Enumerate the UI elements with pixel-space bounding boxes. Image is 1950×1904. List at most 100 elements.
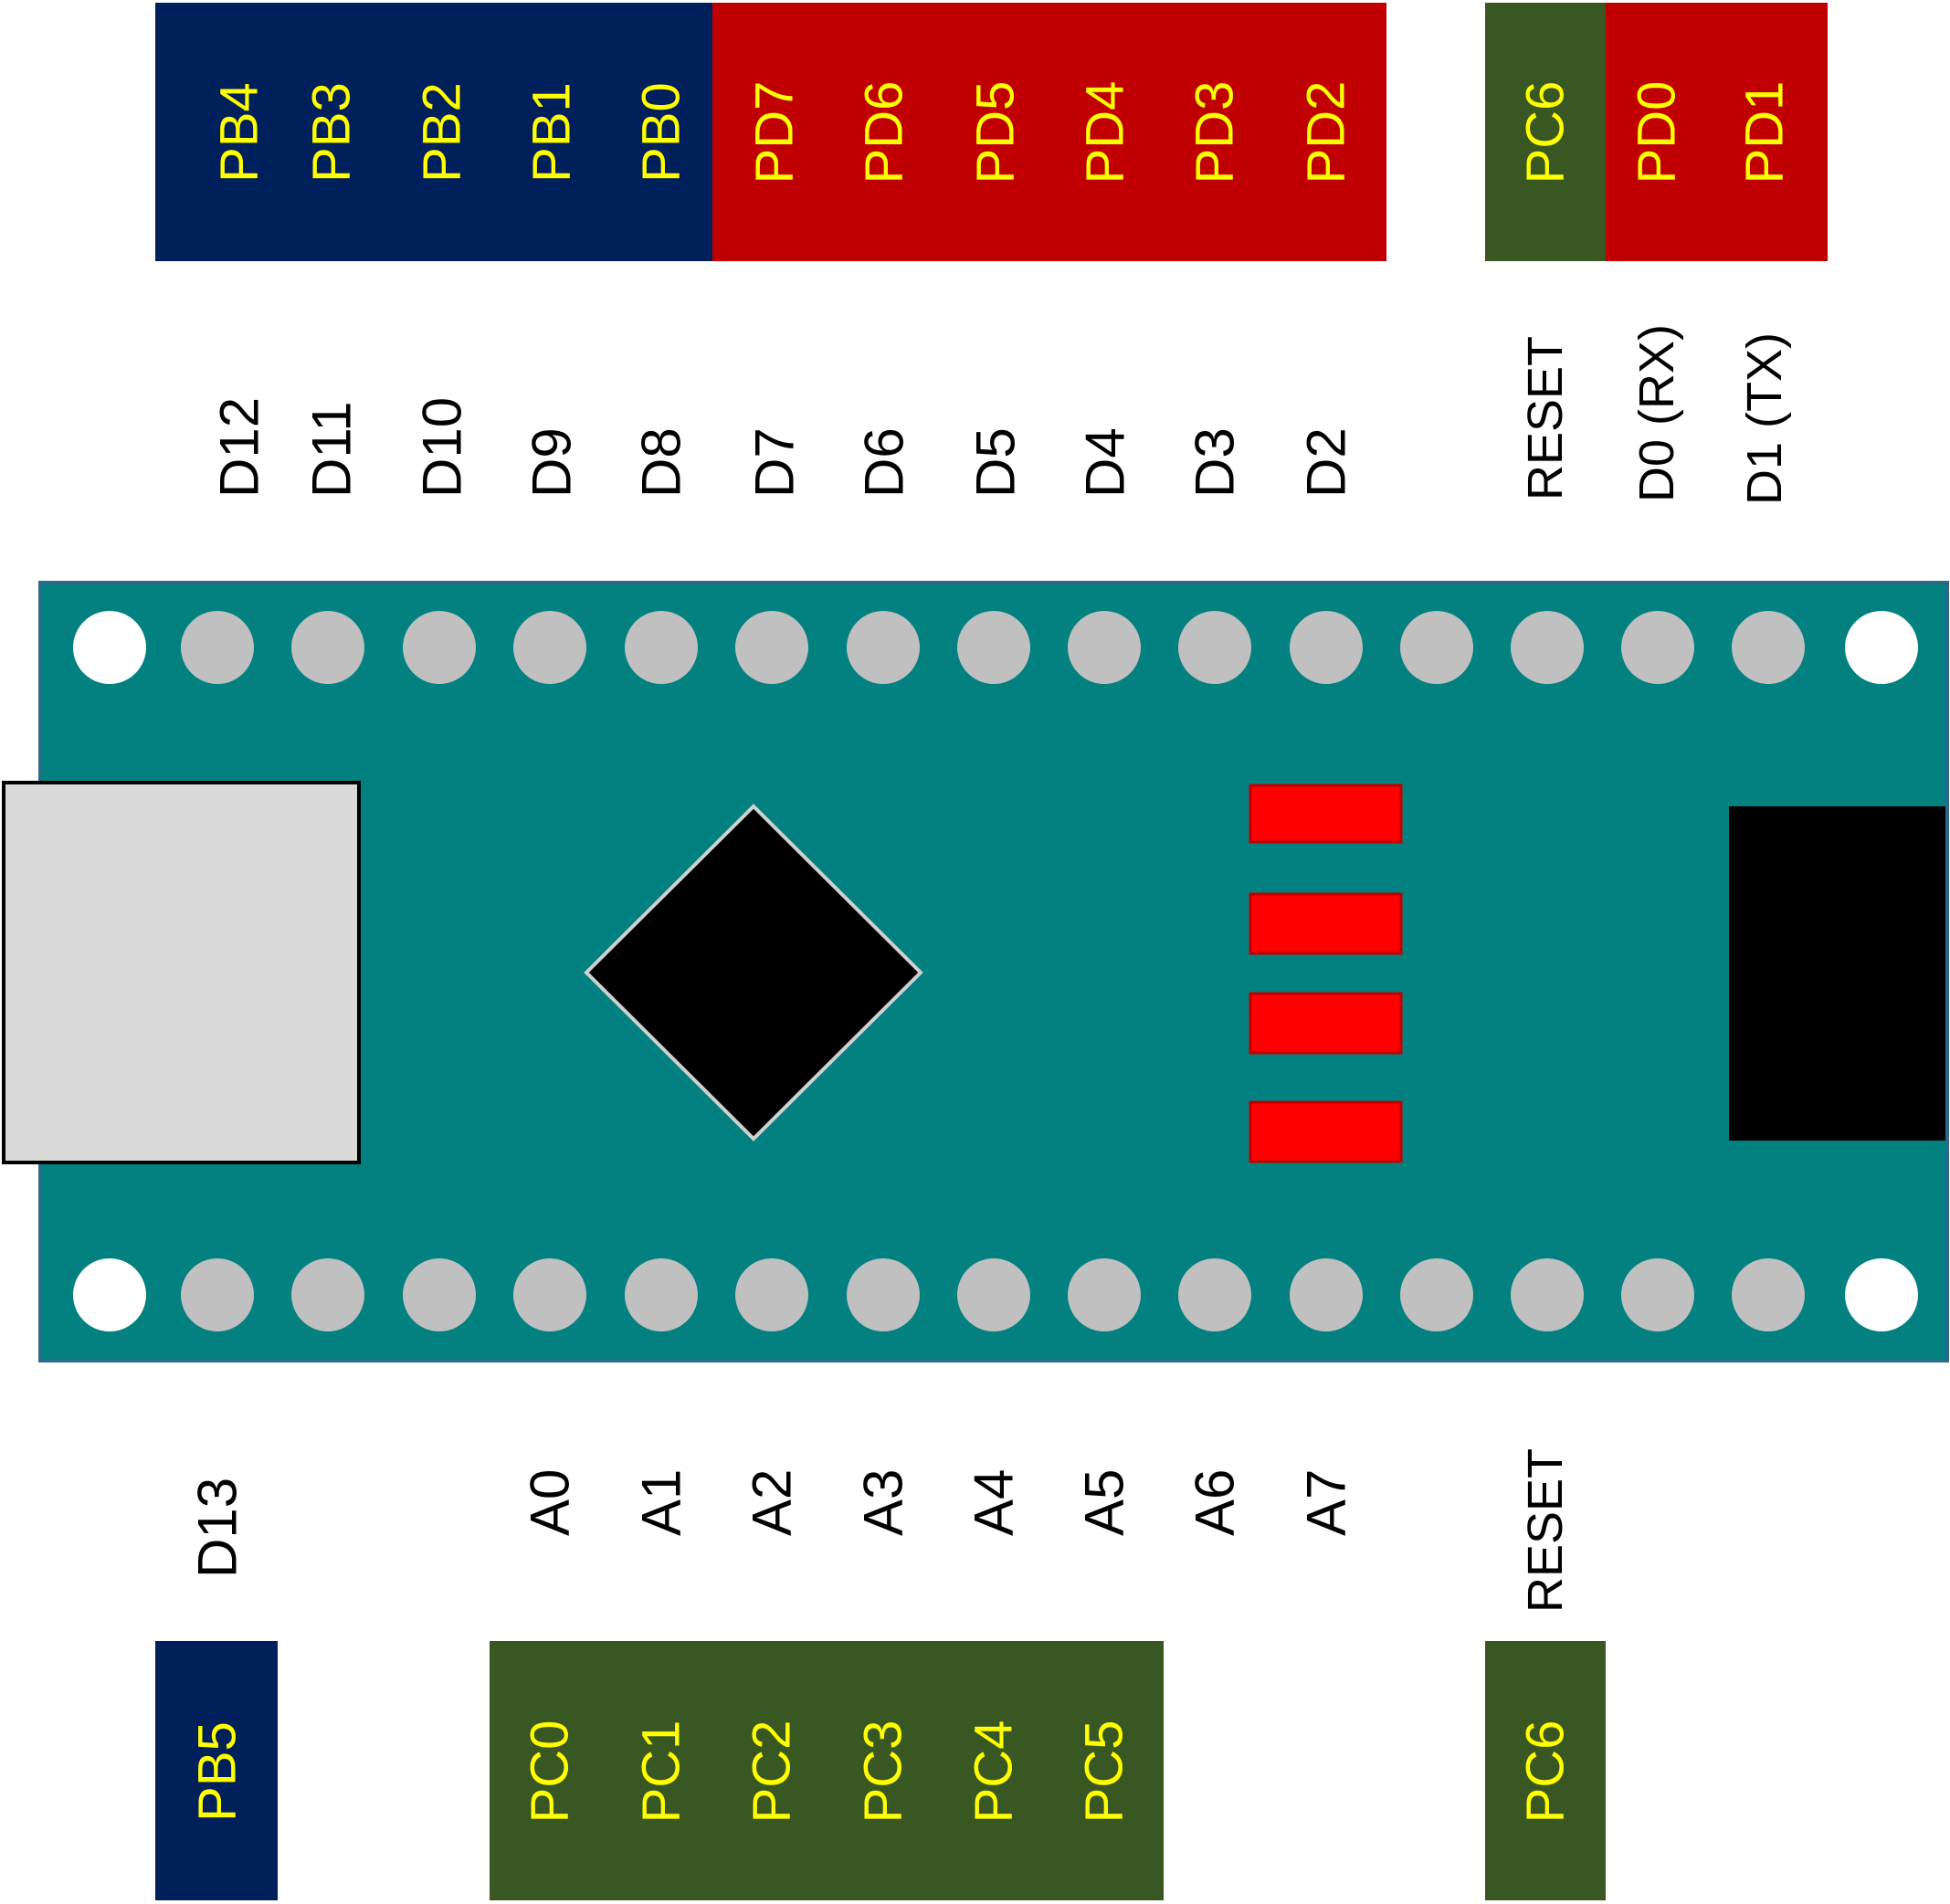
pin-hole: [1511, 1258, 1584, 1331]
led: [1249, 1100, 1403, 1163]
pin-name-d7: D7: [744, 427, 806, 498]
nano-board: [2, 581, 1949, 1362]
port-c-block-bottom: [490, 1641, 1164, 1900]
port-label-pc2: PC2: [743, 1720, 802, 1824]
mount-hole-top-left: [73, 611, 146, 684]
mount-hole-top-right: [1845, 611, 1918, 684]
port-label-pc6-bottom: PC6: [1516, 1720, 1576, 1824]
pin-hole: [1621, 611, 1694, 684]
led: [1249, 992, 1403, 1055]
pin-hole: [181, 1258, 254, 1331]
pin-name-a5: A5: [1074, 1469, 1135, 1536]
mount-hole-bottom-left: [73, 1258, 146, 1331]
pin-name-d12: D12: [209, 397, 270, 498]
pin-name-d2: D2: [1296, 427, 1357, 498]
port-label-pb5: PB5: [188, 1721, 248, 1822]
port-label-pb0: PB0: [632, 82, 691, 183]
bottom-pin-names: D13 A0 A1 A2 A3 A4 A5 A6 A7 RESET: [187, 1448, 1574, 1613]
port-label-pd7: PD7: [745, 81, 805, 184]
pin-name-reset-top: RESET: [1518, 336, 1573, 500]
port-label-pc1: PC1: [632, 1720, 691, 1824]
pin-name-d3: D3: [1185, 427, 1246, 498]
port-label-pb3: PB3: [302, 82, 362, 183]
bottom-port-header: PB5 PC0 PC1 PC2 PC3 PC4 PC5 PC6: [155, 1641, 1606, 1900]
pin-hole: [291, 611, 364, 684]
pin-hole: [1511, 611, 1584, 684]
port-b-block-top: [155, 3, 712, 261]
pin-hole: [1621, 1258, 1694, 1331]
pin-hole: [513, 611, 586, 684]
top-pin-names: D12 D11 D10 D9 D8 D7 D6 D5 D4 D3 D2 RESE…: [209, 324, 1793, 505]
port-label-pc0: PC0: [521, 1720, 580, 1824]
pin-hole: [513, 1258, 586, 1331]
pin-hole: [957, 611, 1030, 684]
pin-hole: [403, 611, 476, 684]
port-label-pb4: PB4: [210, 82, 269, 183]
pin-hole: [847, 1258, 920, 1331]
pin-name-d13: D13: [187, 1478, 248, 1578]
port-label-pd0: PD0: [1628, 81, 1687, 184]
pin-name-d11: D11: [301, 401, 363, 498]
pin-name-d8: D8: [631, 427, 692, 498]
pin-name-d6: D6: [854, 427, 915, 498]
port-b-block-bottom: [155, 1641, 278, 1900]
pin-hole: [957, 1258, 1030, 1331]
pin-hole: [1178, 1258, 1251, 1331]
pin-name-a1: A1: [631, 1469, 692, 1536]
pin-hole: [625, 611, 698, 684]
port-label-pd4: PD4: [1076, 81, 1135, 184]
pin-name-d4: D4: [1075, 427, 1136, 498]
pin-name-a4: A4: [964, 1469, 1025, 1536]
pin-name-d5: D5: [965, 427, 1027, 498]
port-label-pd3: PD3: [1186, 81, 1245, 184]
port-label-pd2: PD2: [1297, 81, 1356, 184]
pin-hole: [1068, 1258, 1141, 1331]
port-label-pc6-top: PC6: [1516, 81, 1576, 184]
pin-name-reset-bottom: RESET: [1518, 1448, 1573, 1613]
pin-hole: [1732, 1258, 1805, 1331]
port-label-pb1: PB1: [522, 82, 582, 183]
port-label-pc4: PC4: [964, 1720, 1024, 1824]
pin-name-d0-rx: D0 (RX): [1629, 324, 1684, 502]
top-port-header: PB4 PB3 PB2 PB1 PB0 PD7 PD6 PD5 PD4 PD3 …: [155, 3, 1828, 261]
pin-hole: [735, 1258, 808, 1331]
pin-hole: [291, 1258, 364, 1331]
pin-name-a2: A2: [742, 1469, 803, 1536]
microcontroller-chip: [584, 804, 923, 1141]
pin-hole: [1178, 611, 1251, 684]
pin-name-d10: D10: [412, 397, 473, 498]
port-c-block-top: [1485, 3, 1606, 261]
port-label-pc3: PC3: [854, 1720, 913, 1824]
pin-name-d9: D9: [522, 427, 583, 498]
led: [1249, 892, 1403, 955]
port-label-pd6: PD6: [855, 81, 914, 184]
pin-hole: [1400, 611, 1473, 684]
pin-name-d1-tx: D1 (TX): [1737, 332, 1792, 505]
pin-hole: [847, 611, 920, 684]
pin-hole: [1290, 611, 1363, 684]
pin-hole: [735, 611, 808, 684]
port-label-pd5: PD5: [966, 81, 1026, 184]
top-pin-row: [73, 611, 1918, 684]
pin-name-a6: A6: [1185, 1469, 1246, 1536]
pin-hole: [403, 1258, 476, 1331]
pin-name-a7: A7: [1296, 1469, 1357, 1536]
port-label-pb2: PB2: [413, 82, 472, 183]
reset-button: [1729, 806, 1945, 1141]
port-c-reset-block-bottom: [1485, 1641, 1606, 1900]
pin-name-a3: A3: [853, 1469, 914, 1536]
pin-hole: [1068, 611, 1141, 684]
pin-hole: [1400, 1258, 1473, 1331]
pin-hole: [1732, 611, 1805, 684]
port-d-block-top: [712, 3, 1386, 261]
bottom-pin-row: [73, 1258, 1918, 1331]
led: [1249, 784, 1403, 844]
usb-connector: [2, 781, 361, 1164]
pin-hole: [1290, 1258, 1363, 1331]
port-d-serial-block-top: [1606, 3, 1828, 261]
port-label-pc5: PC5: [1075, 1720, 1134, 1824]
pin-hole: [181, 611, 254, 684]
port-label-pd1: PD1: [1735, 81, 1795, 184]
mount-hole-bottom-right: [1845, 1258, 1918, 1331]
